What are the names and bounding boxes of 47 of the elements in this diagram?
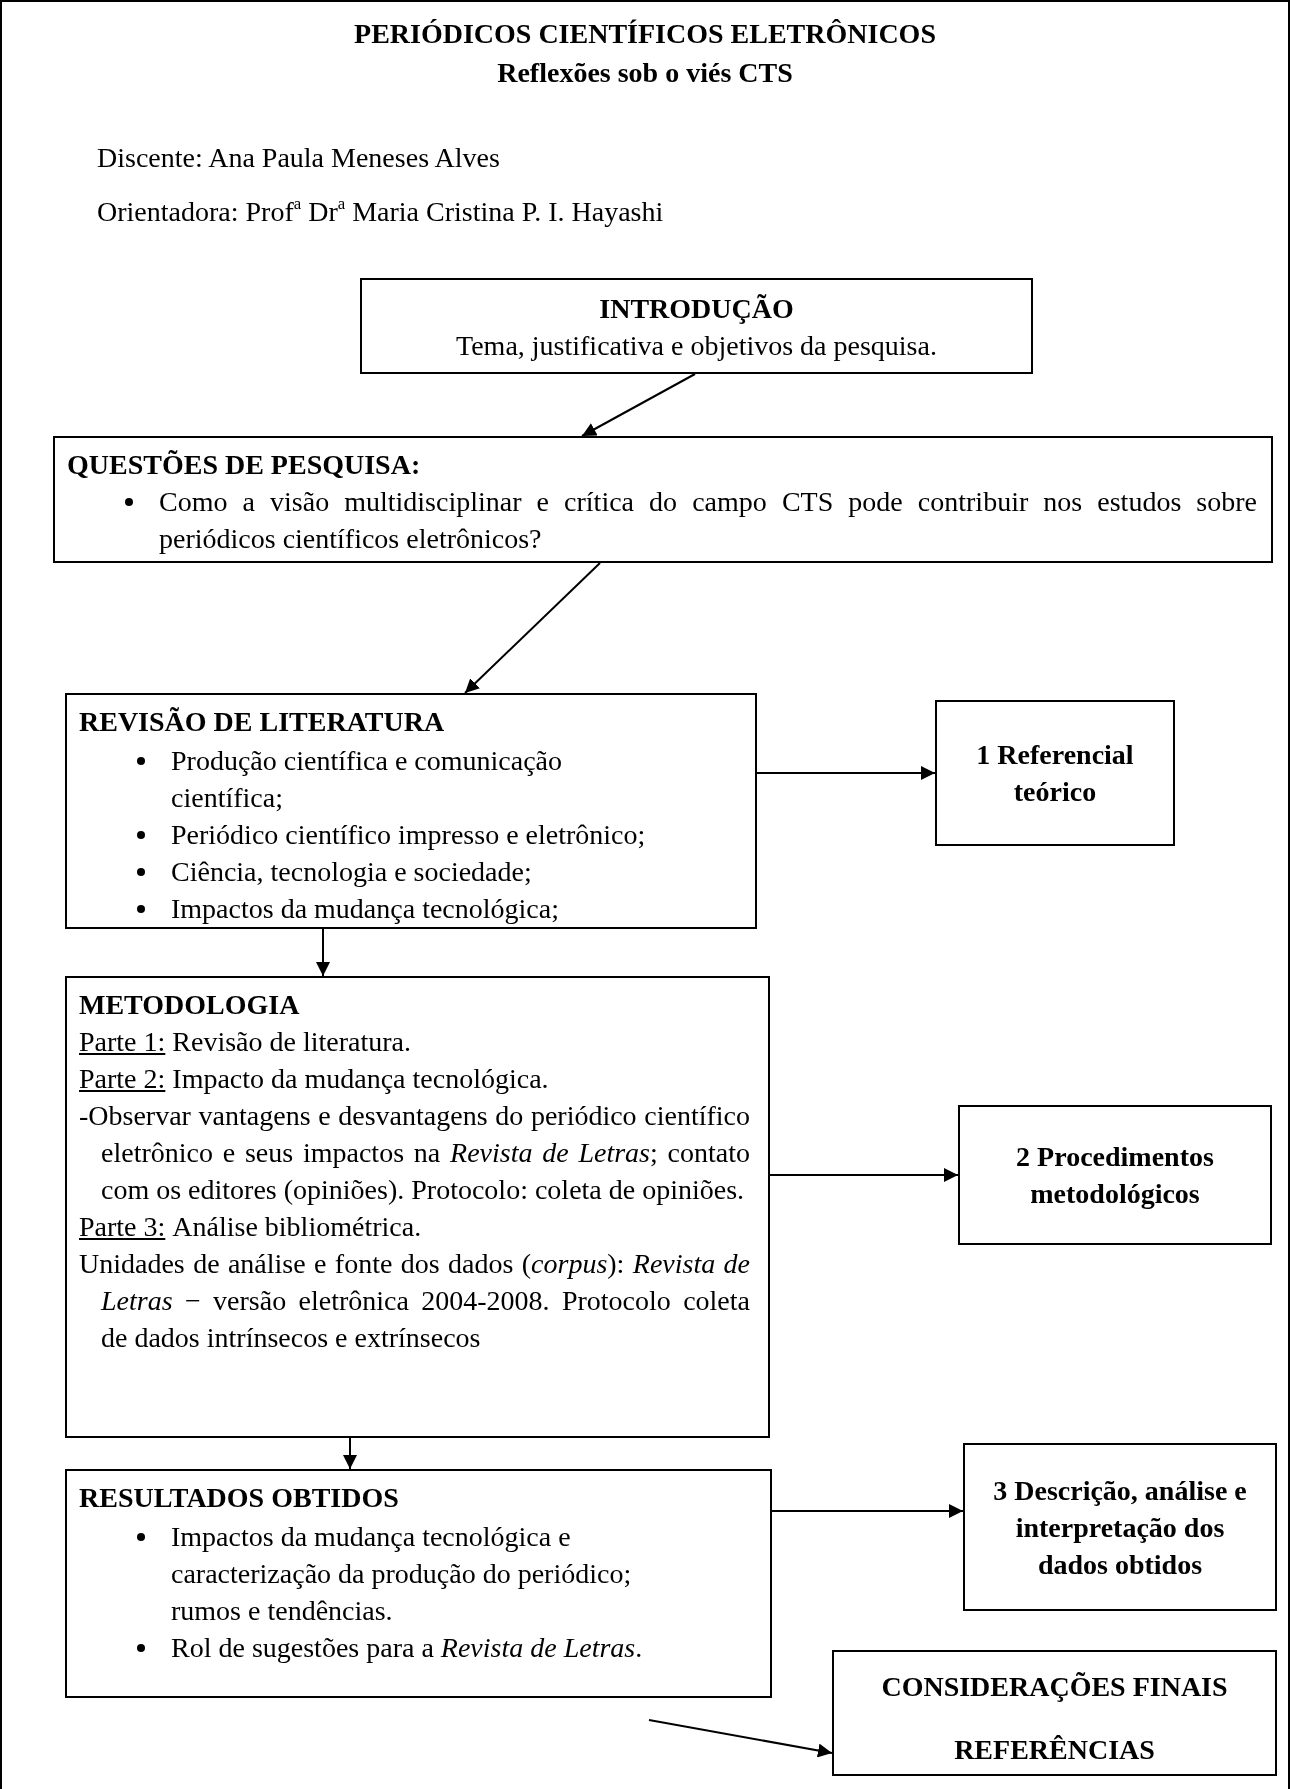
process-box bbox=[65, 693, 757, 929]
box-text: Análise bibliométrica. bbox=[172, 1210, 422, 1244]
bullet-item: Ciência, tecnologia e sociedade; bbox=[171, 855, 533, 889]
arrow bbox=[756, 766, 936, 780]
box-heading: INTRODUÇÃO bbox=[598, 292, 795, 326]
box-heading: REVISÃO DE LITERATURA bbox=[79, 705, 446, 739]
bullet-item: Como a visão multidisciplinar e crítica do campo CTS pode contribuir nos estudos sobre periódicos científicos eletrônicos? bbox=[159, 485, 1257, 556]
box-text: Unidades de análise e fonte dos dados (corpus): Revista de Letras − versão eletrônica 2004-2008. Protocolo coleta de dados intrínsecos e extrínsecos bbox=[79, 1247, 750, 1355]
box-heading: 3 Descrição, análise e interpretação dos dados obtidos bbox=[992, 1473, 1248, 1582]
arrow bbox=[648, 1719, 833, 1758]
bullet-item: Impactos da mudança tecnológica e caracterização da produção do periódico; rumos e tendências. bbox=[171, 1520, 633, 1628]
part-label: Parte 1: bbox=[79, 1025, 166, 1059]
box-text: Tema, justificativa e objetivos da pesquisa. bbox=[455, 329, 938, 363]
title: PERIÓDICOS CIENTÍFICOS ELETRÔNICOS bbox=[353, 18, 937, 50]
arrow bbox=[581, 373, 696, 437]
arrow bbox=[316, 928, 330, 977]
arrow bbox=[343, 1437, 357, 1470]
process-box bbox=[935, 700, 1175, 846]
process-box bbox=[65, 1469, 772, 1698]
bullet-item: Rol de sugestões para a Revista de Letras. bbox=[171, 1631, 644, 1665]
box-text: Revisão de literatura. bbox=[172, 1025, 411, 1059]
box-heading: 2 Procedimentos metodológicos bbox=[1015, 1140, 1215, 1211]
process-box bbox=[360, 278, 1033, 374]
box-heading: QUESTÕES DE PESQUISA: bbox=[67, 448, 422, 482]
author-text: Discente: Ana Paula Meneses Alves bbox=[97, 142, 501, 174]
process-box bbox=[958, 1105, 1272, 1245]
box-text: Impacto da mudança tecnológica. bbox=[172, 1062, 549, 1096]
part-label: Parte 2: bbox=[79, 1062, 166, 1096]
process-box bbox=[963, 1443, 1277, 1611]
box-text: -Observar vantagens e desvantagens do periódico científico eletrônico e seus impactos na Revista de Letras; contato com os editores (opiniões). Protocolo: coleta de opiniões. bbox=[79, 1099, 750, 1207]
part-label: Parte 3: bbox=[79, 1210, 166, 1244]
box-heading: REFERÊNCIAS bbox=[953, 1733, 1156, 1767]
process-box bbox=[53, 436, 1273, 563]
box-heading: RESULTADOS OBTIDOS bbox=[79, 1481, 400, 1515]
advisor-text: Orientadora: Prof$^{a}$ Dr$^{a}$ Maria Cristina P. I. Hayashi bbox=[97, 196, 665, 228]
bullet-item: Periódico científico impresso e eletrônico; bbox=[171, 818, 647, 852]
box-heading: CONSIDERAÇÕES FINAIS bbox=[880, 1670, 1229, 1704]
arrow bbox=[464, 562, 601, 694]
bullet-item: Produção científica e comunicação científica; bbox=[171, 744, 564, 815]
box-heading: 1 Referencial teórico bbox=[975, 738, 1135, 809]
arrow bbox=[771, 1504, 964, 1518]
arrow bbox=[769, 1168, 959, 1182]
process-box bbox=[832, 1650, 1277, 1776]
bullet-item: Impactos da mudança tecnológica; bbox=[171, 892, 560, 926]
box-heading: METODOLOGIA bbox=[79, 988, 301, 1022]
process-box bbox=[65, 976, 770, 1438]
subtitle: Reflexões sob o viés CTS bbox=[496, 57, 794, 89]
